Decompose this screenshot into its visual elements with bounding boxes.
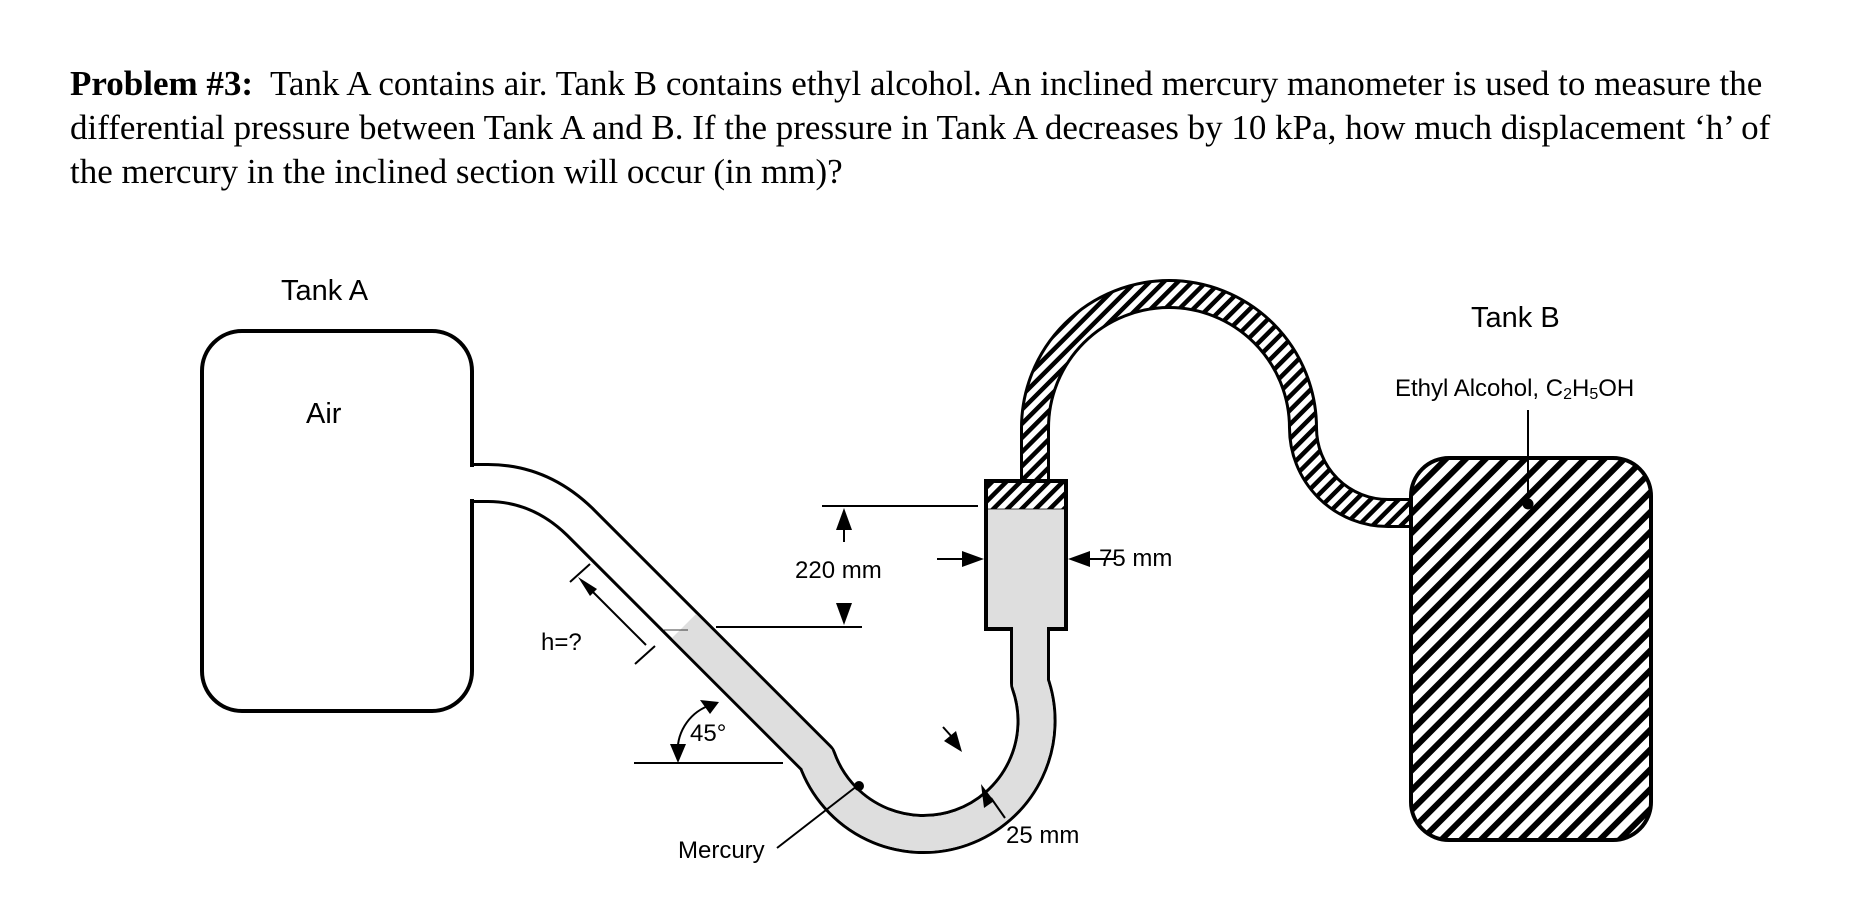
reservoir-width-label: 75 mm <box>1099 545 1172 572</box>
displacement-marker <box>569 563 656 665</box>
problem-text: Tank A contains air. Tank B contains eth… <box>70 64 1771 191</box>
tank-a <box>200 329 474 713</box>
displacement-arrow <box>578 577 597 596</box>
displacement-label: h=? <box>541 629 582 656</box>
mercury-label: Mercury <box>678 837 765 864</box>
angle-indicator <box>634 700 783 764</box>
tank-b-content-main: Ethyl Alcohol, C <box>1395 375 1563 402</box>
height-arrow-up <box>836 508 852 530</box>
alcohol-connecting-tube <box>1020 279 1427 528</box>
tank-b-content-h: H <box>1572 375 1589 402</box>
height-arrow-down <box>836 603 852 625</box>
tank-b-content: Ethyl Alcohol, C2H5OH <box>1395 375 1634 403</box>
tank-a-content: Air <box>306 398 342 430</box>
tank-a-port <box>466 467 476 499</box>
inclined-manometer-tube <box>458 463 1057 855</box>
tube-diameter-label: 25 mm <box>1006 822 1079 849</box>
alcohol-pointer-dot <box>1522 498 1534 510</box>
tank-b <box>1409 456 1653 842</box>
angle-label: 45° <box>690 720 726 747</box>
tank-b-title: Tank B <box>1471 302 1560 334</box>
tank-b-subscript-2: 2 <box>1563 386 1572 403</box>
problem-number: Problem #3: <box>70 64 254 103</box>
mercury-pointer-dot <box>854 781 864 791</box>
mercury-pointer <box>776 785 858 849</box>
problem-statement: Problem #3: Tank A contains air. Tank B … <box>70 62 1810 194</box>
tube-diameter-dimension <box>942 726 1006 819</box>
mercury-reservoir <box>984 479 1068 635</box>
tank-b-content-oh: OH <box>1598 375 1634 402</box>
tank-b-subscript-5: 5 <box>1589 386 1598 403</box>
height-dimension-label: 220 mm <box>795 557 882 584</box>
reservoir-width-dimension <box>937 551 1116 567</box>
tank-a-title: Tank A <box>281 275 369 307</box>
